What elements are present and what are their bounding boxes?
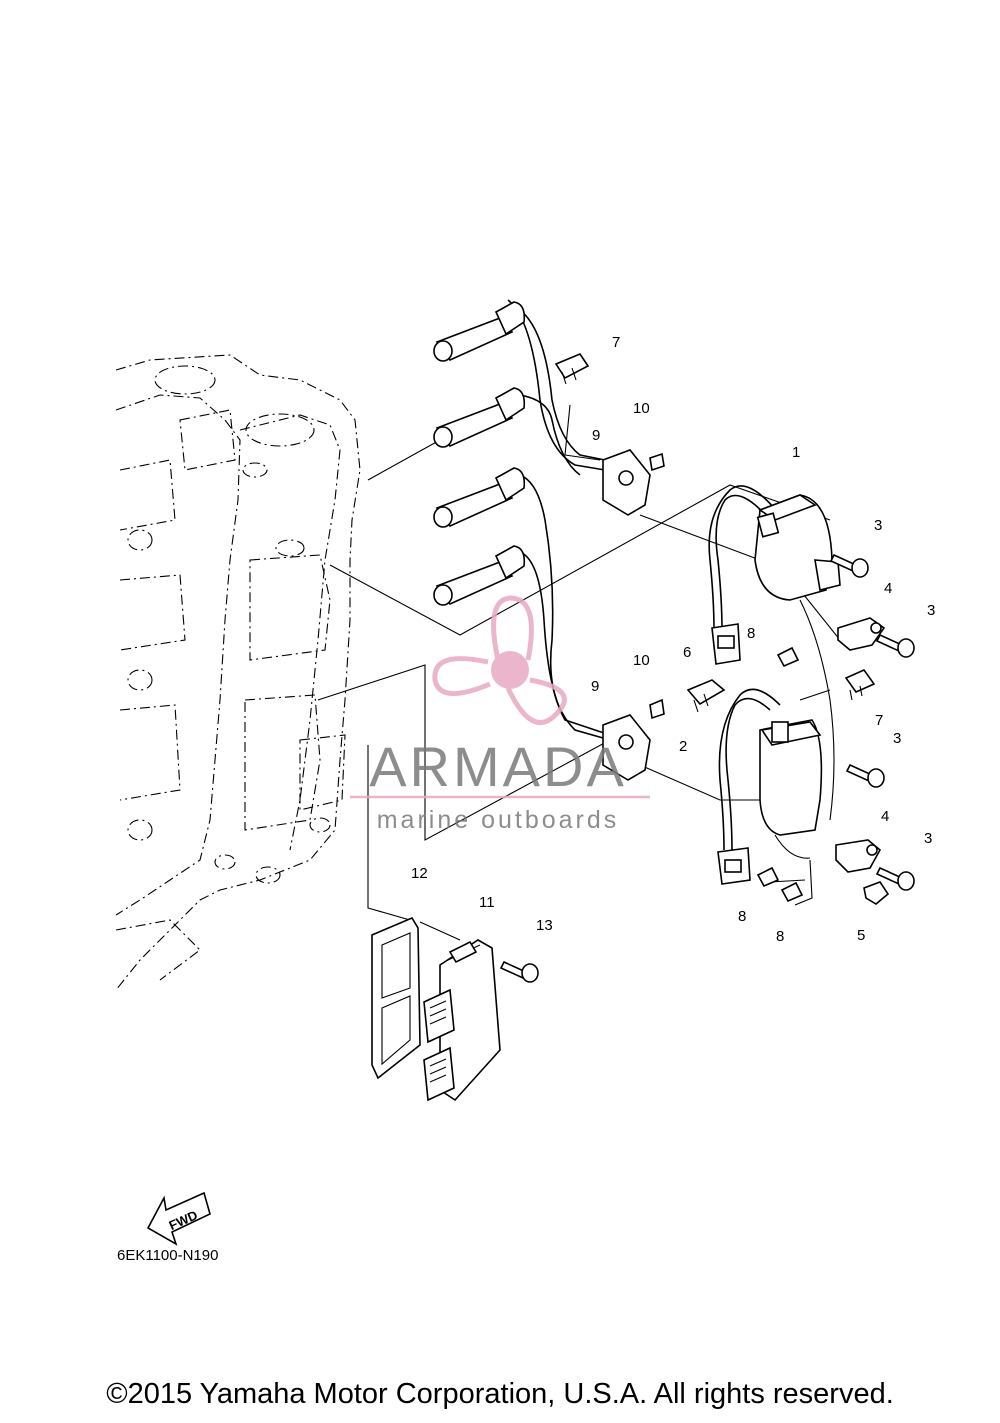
ground-plates: [835, 617, 890, 905]
drawing-code: 6EK1100-N190: [117, 1247, 219, 1264]
gasket: [371, 916, 421, 1080]
callout-2: 2: [679, 738, 687, 755]
callout-4a: 4: [884, 580, 892, 597]
bolts: [499, 553, 915, 983]
armada-watermark: ARMADA marine outboards: [350, 595, 650, 834]
forward-arrow-icon: FWD: [146, 1191, 211, 1246]
propeller-hub: [491, 651, 529, 689]
callout-9a: 9: [592, 427, 600, 444]
ignition-coil-upper: [708, 485, 841, 821]
callout-8b: 8: [738, 908, 746, 925]
engine-block-outline: [115, 354, 361, 991]
lead-clamp-brackets: [602, 449, 665, 781]
callout-10b: 10: [633, 652, 650, 669]
callout-10a: 10: [633, 400, 650, 417]
callout-1: 1: [792, 444, 800, 461]
callout-3a: 3: [874, 517, 882, 534]
callout-3c: 3: [893, 730, 901, 747]
callout-7a: 7: [612, 334, 620, 351]
callout-6: 6: [683, 644, 691, 661]
ignition-coil-lower: [717, 688, 823, 885]
callout-12: 12: [411, 865, 428, 882]
reference-lines: [317, 404, 860, 941]
propeller-icon: [432, 595, 567, 725]
callout-4b: 4: [881, 808, 889, 825]
callout-5: 5: [857, 927, 865, 944]
callout-8a: 8: [747, 625, 755, 642]
wire-clamps: [686, 646, 876, 903]
callout-3d: 3: [924, 830, 932, 847]
plug-caps-and-leads: [433, 299, 611, 741]
watermark-tagline: marine outboards: [377, 806, 620, 834]
callout-11: 11: [479, 894, 495, 911]
clamp-top: [554, 353, 590, 385]
callouts: 1 2 3 3 3 3 4 4 5 6 7 7 8 8 8 9 9 10 10 …: [411, 334, 935, 945]
watermark-brand: ARMADA: [369, 735, 627, 798]
cdi-unit: [423, 939, 501, 1102]
callout-7b: 7: [875, 712, 883, 729]
callout-3b: 3: [927, 602, 935, 619]
copyright-notice: ©2015 Yamaha Motor Corporation, U.S.A. A…: [106, 1378, 894, 1410]
callout-8c: 8: [776, 928, 784, 945]
callout-13: 13: [536, 917, 553, 934]
callout-9b: 9: [591, 678, 599, 695]
